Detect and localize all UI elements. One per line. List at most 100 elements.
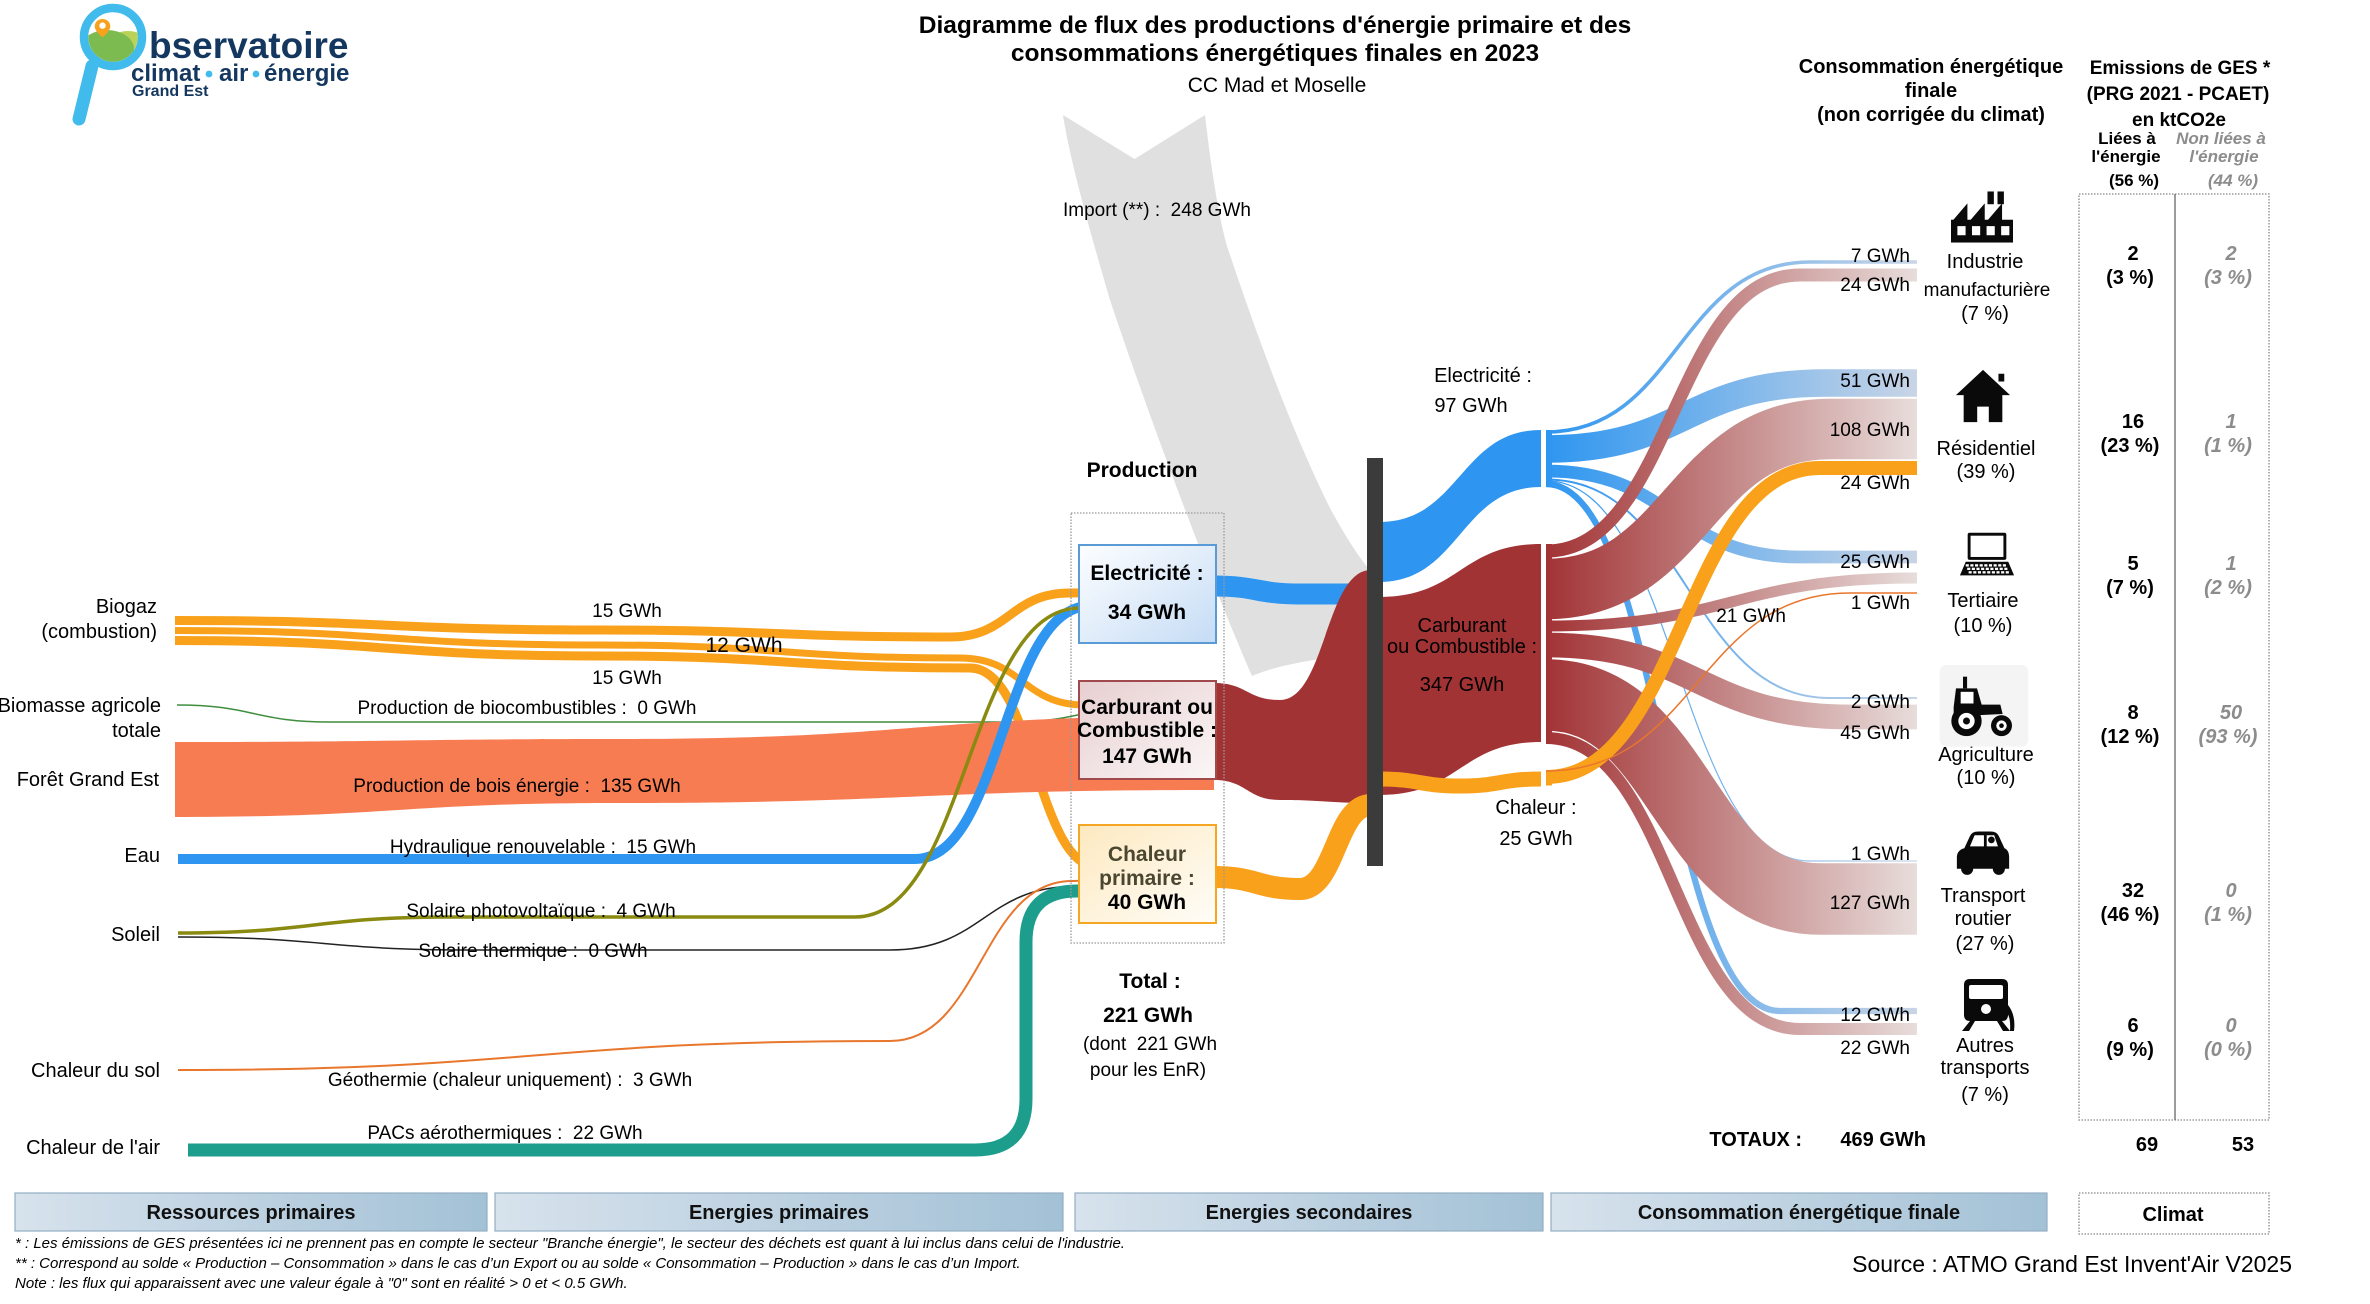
svg-text:45 GWh: 45 GWh (1840, 723, 1910, 744)
svg-text:Climat: Climat (2142, 1204, 2203, 1226)
svg-text:consommations énergétiques fin: consommations énergétiques finales en 20… (1011, 40, 1539, 67)
svg-text:(44 %): (44 %) (2208, 171, 2258, 190)
svg-text:34 GWh: 34 GWh (1108, 601, 1186, 624)
svg-text:Diagramme de flux des producti: Diagramme de flux des productions d'éner… (919, 12, 1631, 39)
svg-text:l'énergie: l'énergie (2189, 147, 2258, 166)
svg-text:1: 1 (2225, 411, 2236, 433)
svg-text:(27 %): (27 %) (1956, 933, 2015, 955)
svg-text:6: 6 (2127, 1015, 2138, 1037)
svg-text:Chaleur du sol: Chaleur du sol (31, 1060, 160, 1082)
svg-text:Forêt Grand Est: Forêt Grand Est (17, 769, 160, 791)
svg-text:(10 %): (10 %) (1954, 615, 2013, 637)
svg-text:0: 0 (2225, 880, 2236, 902)
svg-text:Chaleur :: Chaleur : (1495, 797, 1576, 819)
svg-text:Chaleur: Chaleur (1108, 843, 1186, 866)
svg-text:(dont 221 GWh: (dont 221 GWh (1083, 1034, 1217, 1055)
svg-text:5: 5 (2127, 553, 2138, 575)
svg-text:Note : les flux qui apparaisse: Note : les flux qui apparaissent avec un… (15, 1275, 628, 1292)
svg-text:25 GWh: 25 GWh (1840, 552, 1910, 573)
svg-text:0: 0 (2225, 1015, 2236, 1037)
svg-text:1: 1 (2225, 553, 2236, 575)
svg-text:(3 %): (3 %) (2106, 267, 2154, 289)
svg-text:routier: routier (1955, 908, 2012, 930)
svg-text:Energies primaires: Energies primaires (689, 1202, 869, 1224)
svg-text:Consommation énergétique final: Consommation énergétique finale (1638, 1202, 1960, 1224)
svg-text:en ktCO2e: en ktCO2e (2132, 110, 2226, 131)
svg-text:totale: totale (112, 720, 161, 742)
svg-text:25 GWh: 25 GWh (1499, 828, 1572, 850)
svg-text:Autres: Autres (1956, 1035, 2014, 1057)
svg-text:(93 %): (93 %) (2199, 726, 2258, 748)
svg-text:8: 8 (2127, 702, 2138, 724)
svg-text:(12 %): (12 %) (2101, 726, 2160, 748)
svg-text:2: 2 (2127, 243, 2138, 265)
svg-text:TOTAUX :: TOTAUX : (1709, 1129, 1802, 1151)
svg-text:(7 %): (7 %) (1961, 303, 2009, 325)
svg-text:Electricité :: Electricité : (1434, 365, 1532, 387)
svg-text:7 GWh: 7 GWh (1851, 246, 1910, 267)
svg-text:(23 %): (23 %) (2101, 435, 2160, 457)
svg-text:(10 %): (10 %) (1957, 767, 2016, 789)
svg-text:12 GWh: 12 GWh (1840, 1005, 1910, 1026)
svg-text:climat: climat (131, 60, 200, 87)
svg-text:24 GWh: 24 GWh (1840, 275, 1910, 296)
svg-text:(3 %): (3 %) (2204, 267, 2252, 289)
svg-text:Grand Est: Grand Est (132, 83, 209, 100)
svg-text:énergie: énergie (264, 60, 349, 87)
svg-text:Combustible :: Combustible : (1077, 719, 1217, 742)
svg-text:15 GWh: 15 GWh (592, 601, 662, 622)
svg-text:Import (**) : 248 GWh: Import (**) : 248 GWh (1063, 200, 1251, 221)
svg-text:finale: finale (1905, 80, 1957, 102)
svg-text:Eau: Eau (124, 845, 160, 867)
svg-text:pour les EnR): pour les EnR) (1090, 1060, 1206, 1081)
svg-text:108 GWh: 108 GWh (1830, 420, 1910, 441)
svg-text:1 GWh: 1 GWh (1851, 593, 1910, 614)
svg-text:Biogaz: Biogaz (96, 596, 157, 618)
svg-text:2 GWh: 2 GWh (1851, 692, 1910, 713)
svg-text:l'énergie: l'énergie (2091, 147, 2160, 166)
svg-text:12 GWh: 12 GWh (705, 634, 782, 657)
svg-text:Total :: Total : (1119, 970, 1180, 993)
svg-text:Electricité :: Electricité : (1090, 562, 1203, 585)
svg-text:127 GWh: 127 GWh (1830, 893, 1910, 914)
svg-text:(39 %): (39 %) (1957, 461, 2016, 483)
svg-text:Agriculture: Agriculture (1938, 744, 2034, 766)
svg-text:32: 32 (2122, 880, 2144, 902)
svg-text:2: 2 (2224, 243, 2236, 265)
svg-text:(7 %): (7 %) (1961, 1084, 2009, 1106)
svg-text:22 GWh: 22 GWh (1840, 1038, 1910, 1059)
svg-text:97 GWh: 97 GWh (1434, 395, 1507, 417)
svg-text:53: 53 (2232, 1134, 2254, 1156)
svg-text:** : Correspond au solde « Pro: ** : Correspond au solde « Production – … (15, 1255, 1021, 1272)
svg-text:Géothermie (chaleur uniquement: Géothermie (chaleur uniquement) : 3 GWh (328, 1070, 692, 1091)
svg-text:Solaire thermique : 0 GWh: Solaire thermique : 0 GWh (418, 941, 647, 962)
svg-text:Production de biocombustibles: Production de biocombustibles : 0 GWh (357, 698, 696, 719)
svg-text:Transport: Transport (1941, 885, 2026, 907)
svg-text:(2 %): (2 %) (2204, 577, 2252, 599)
svg-text:Production de bois énergie :: Production de bois énergie : 135 GWh (353, 776, 680, 797)
svg-text:primaire :: primaire : (1099, 867, 1195, 890)
svg-text:Emissions de GES *: Emissions de GES * (2090, 58, 2271, 79)
svg-text:Liées à: Liées à (2098, 129, 2156, 148)
svg-text:Chaleur de l'air: Chaleur de l'air (26, 1137, 160, 1159)
svg-text:347 GWh: 347 GWh (1420, 674, 1504, 696)
svg-text:(56 %): (56 %) (2109, 171, 2159, 190)
svg-text:manufacturière: manufacturière (1924, 280, 2051, 301)
svg-text:221 GWh: 221 GWh (1103, 1004, 1193, 1027)
svg-text:Carburant: Carburant (1418, 615, 1507, 637)
svg-text:Soleil: Soleil (111, 924, 160, 946)
svg-text:40 GWh: 40 GWh (1108, 891, 1186, 914)
svg-text:1 GWh: 1 GWh (1851, 844, 1910, 865)
svg-text:50: 50 (2220, 702, 2242, 724)
svg-text:Hydraulique renouvelable : 15: Hydraulique renouvelable : 15 GWh (390, 837, 696, 858)
svg-text:147 GWh: 147 GWh (1102, 745, 1192, 768)
svg-text:(combustion): (combustion) (41, 621, 157, 643)
svg-text:(non corrigée du climat): (non corrigée du climat) (1817, 104, 2045, 126)
svg-text:Production: Production (1087, 459, 1198, 482)
svg-text:(1 %): (1 %) (2204, 904, 2252, 926)
svg-text:transports: transports (1941, 1057, 2030, 1079)
svg-text:PACs aérothermiques : 22 GWh: PACs aérothermiques : 22 GWh (367, 1123, 642, 1144)
svg-text:15 GWh: 15 GWh (592, 668, 662, 689)
svg-text:(PRG 2021 - PCAET): (PRG 2021 - PCAET) (2087, 84, 2270, 105)
svg-text:(46 %): (46 %) (2101, 904, 2160, 926)
